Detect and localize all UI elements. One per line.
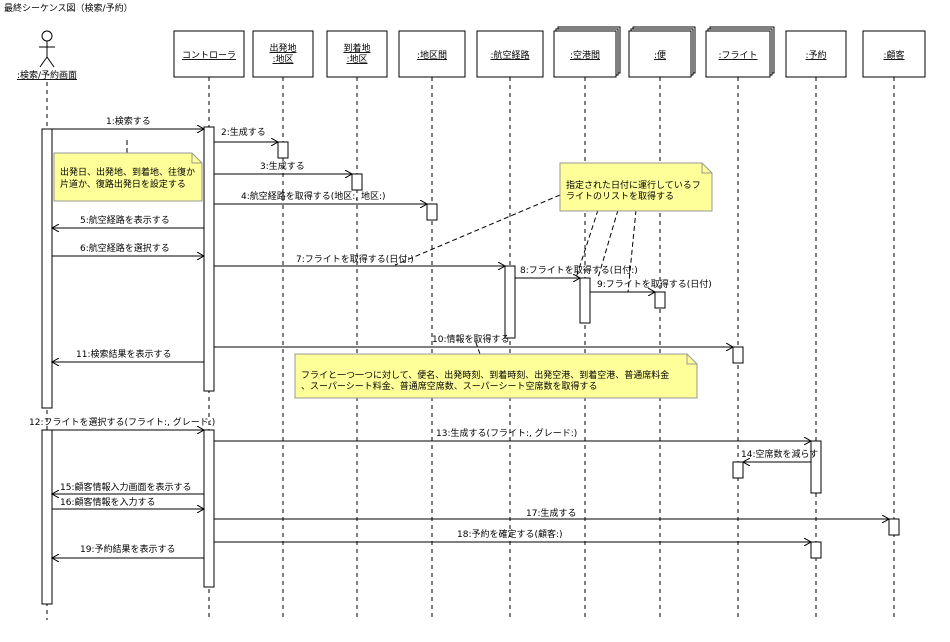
message-label: 13:生成する(フライト:, グレード:) [436,427,577,439]
message-label: 7:フライトを取得する(日付:) [296,253,414,265]
lifeline-dep: 出発地:地区 [252,30,314,620]
note-text: 出発日、出発地、到着地、往復か [60,166,195,178]
activation-bar [351,173,363,191]
message-label: 10:情報を取得する [432,333,510,345]
activation-bar [426,203,438,221]
lifeline-box-dep [252,30,314,78]
message-label: 4:航空経路を取得する(地区:, 地区:) [241,190,386,202]
activation-bar [654,291,666,309]
lifeline-box-arr [326,30,388,78]
message-label: 19:予約結果を表示する [80,543,176,555]
activation-bar [41,128,53,409]
lifeline-box-yoyaku [785,30,847,78]
message-label: 18:予約を確定する(顧客:) [457,528,563,540]
diagram-title: 最終シーケンス図（検索/予約） [4,2,133,14]
message-label: 17:生成する [526,507,577,519]
activation-bar [810,440,822,494]
activation-bar [810,541,822,559]
message-label: 15:顧客情報入力画面を表示する [60,481,192,493]
message-label: 5:航空経路を表示する [80,214,170,226]
note-connector [627,209,637,293]
lifeline-kokyaku: :顧客 [862,30,926,620]
note-connector [394,194,561,266]
lifeline-route: :航空経路 [476,30,544,620]
lifeline-label-arr: 到着地:地区 [343,42,370,65]
message-label: 6:航空経路を選択する [80,242,170,254]
lifeline-label-dep: 出発地:地区 [269,42,296,65]
message-label: 16:顧客情報を入力する [60,496,156,508]
lifeline-flight: :フライト [705,26,775,620]
activation-bar [203,126,215,392]
activation-bar [277,141,289,159]
activation-bar [579,277,591,324]
activation-bar [41,429,53,605]
message-label: 11:検索結果を表示する [76,348,172,360]
lifeline-chikukan: :地区間 [398,30,466,620]
lifeline-label-kukou: :空港間 [570,49,600,61]
note-text: フライと一つ一つに対して、便名、出発時刻、到着時刻、出発空港、到着空港、普通席料… [301,369,669,381]
message-label: 14:空席数を減らす [741,448,818,460]
lifeline-box-bin [628,30,692,78]
message-label: 8:フライトを取得する(日付:) [520,264,638,276]
note-text: 指定された日付に運行しているフ [566,179,701,191]
note-connector [474,339,481,355]
actor-label: :検索/予約画面 [17,69,77,81]
activation-bar [732,346,744,364]
lifeline-box-route [476,30,544,78]
activation-bar [888,518,900,536]
note-text: 、スーパーシート料金、普通席空席数、スーパーシート空席数を取得する [301,380,597,392]
lifeline-label-yoyaku: :予約 [805,49,826,61]
lifeline-label-kokyaku: :顧客 [883,49,904,61]
message-label: 9:フライトを取得する(日付) [597,278,712,290]
lifeline-box-flight [705,30,771,78]
lifeline-ctrl: コントローラ [173,30,245,620]
lifeline-yoyaku: :予約 [785,30,847,620]
note-n3: フライと一つ一つに対して、便名、出発時刻、到着時刻、出発空港、到着空港、普通席料… [294,353,698,399]
lifeline-kukou: :空港間 [553,26,621,620]
note-connector [597,209,619,279]
lifeline-box-kokyaku [862,30,926,78]
note-text: 片道か、復路出発日を設定する [60,178,186,190]
actor-figure: :検索/予約画面 [17,30,77,81]
lifeline-arr: 到着地:地区 [326,30,388,620]
activation-bar [504,265,516,339]
message-label: 1:検索する [106,115,151,127]
activation-bar [203,429,215,588]
lifeline-label-flight: :フライト [718,50,757,61]
message-label: 12:フライトを選択する(フライト:, グレード:) [29,416,215,428]
lifeline-label-ctrl: コントローラ [182,50,236,61]
activation-bar [732,461,744,479]
lifeline-label-chikukan: :地区間 [417,49,447,61]
message-label: 3:生成する [260,160,305,172]
lifeline-box-kukou [553,30,617,78]
note-text: ライトのリストを取得する [566,190,674,202]
lifeline-label-bin: :便 [654,49,666,61]
message-label: 2:生成する [221,126,266,138]
lifeline-bin: :便 [628,26,696,620]
lifeline-label-route: :航空経路 [490,49,529,61]
lifeline-box-ctrl [173,30,245,78]
note-connector [575,209,599,279]
